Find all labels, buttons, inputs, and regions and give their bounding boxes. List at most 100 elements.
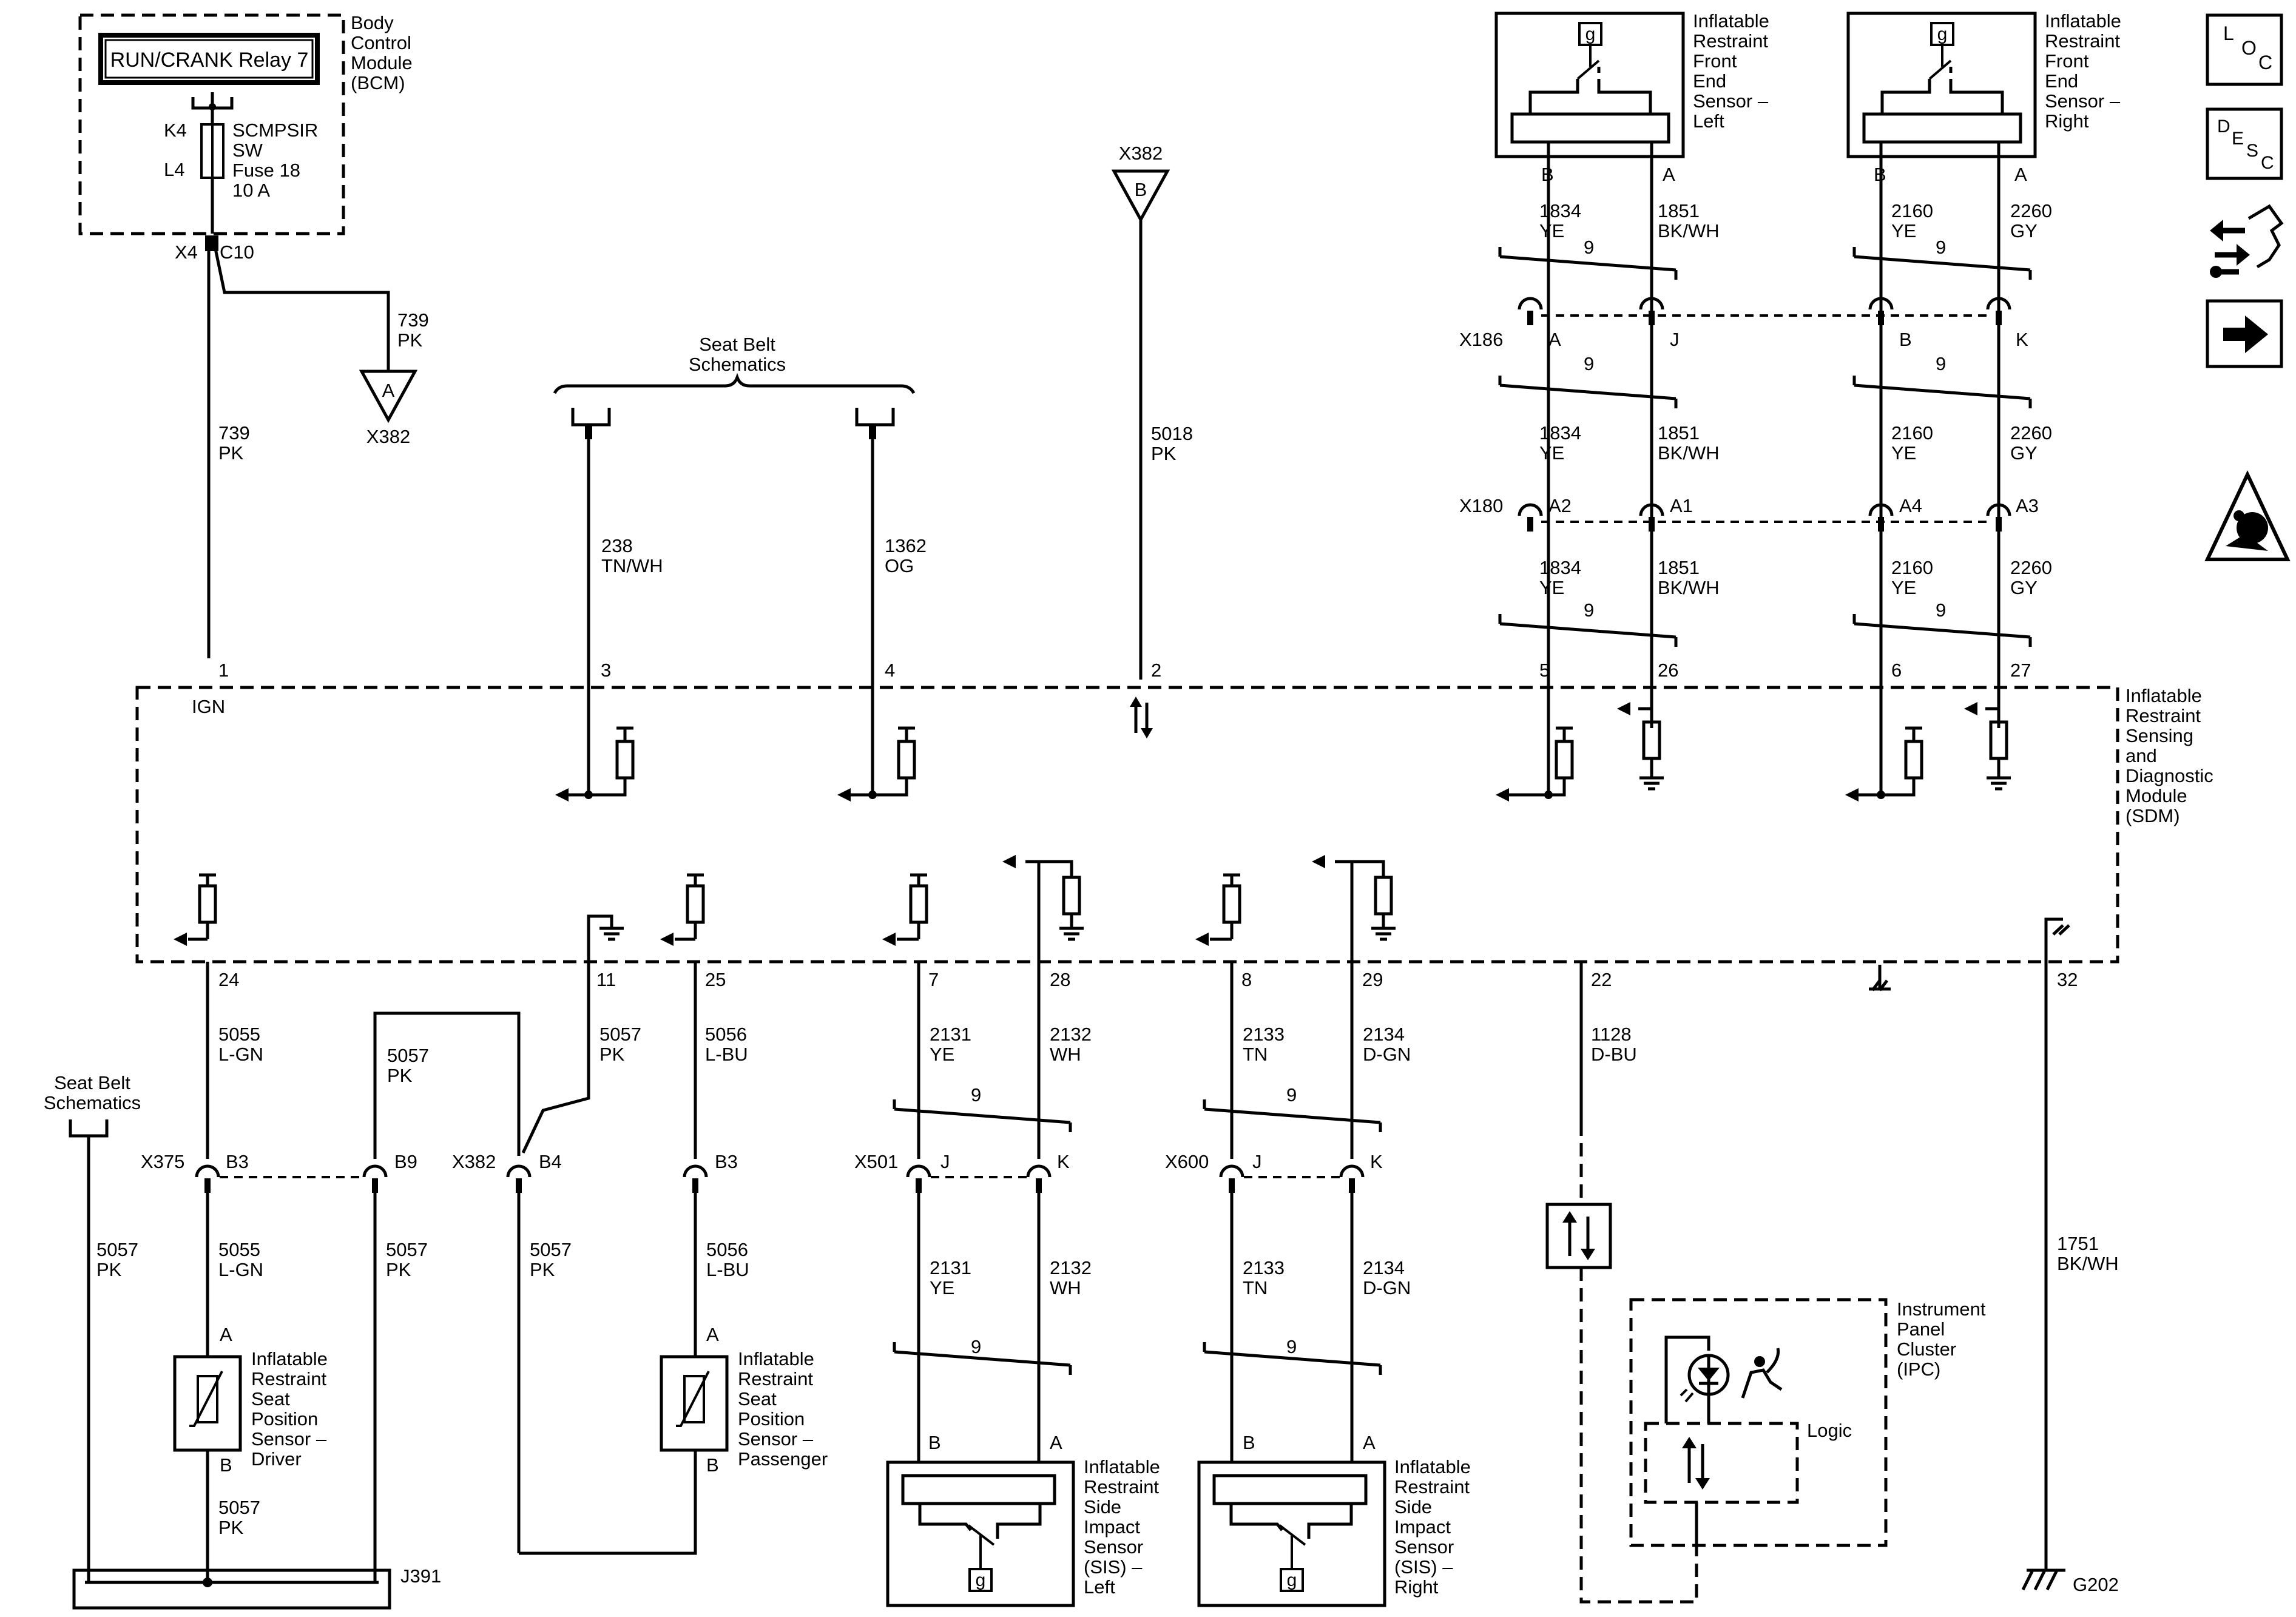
next-arrow-button[interactable] xyxy=(2206,299,2283,368)
svg-text:D-GN: D-GN xyxy=(1363,1044,1411,1065)
svg-text:BK/WH: BK/WH xyxy=(1658,442,1720,464)
svg-text:5057: 5057 xyxy=(599,1024,641,1045)
svg-text:(IPC): (IPC) xyxy=(1897,1359,1940,1380)
svg-text:1834: 1834 xyxy=(1539,422,1581,444)
svg-text:B3: B3 xyxy=(226,1151,249,1172)
svg-text:739: 739 xyxy=(397,309,429,331)
svg-text:WH: WH xyxy=(1050,1277,1081,1298)
svg-text:Inflatable: Inflatable xyxy=(1693,10,1769,32)
fuse-label-2: SW xyxy=(232,140,263,161)
svg-text:2160: 2160 xyxy=(1891,422,1933,444)
connector-tool-icon[interactable] xyxy=(2210,204,2284,278)
sdm-module: Inflatable Restraint Sensing and Diagnos… xyxy=(135,660,2213,991)
svg-text:A: A xyxy=(1663,164,1675,185)
svg-text:2160: 2160 xyxy=(1891,557,1933,578)
svg-text:Inflatable: Inflatable xyxy=(1394,1456,1471,1477)
x382-label: X382 xyxy=(366,426,410,447)
airbag-warning-icon xyxy=(2204,470,2291,561)
svg-text:TN: TN xyxy=(1243,1044,1268,1065)
svg-text:5056: 5056 xyxy=(705,1024,747,1045)
svg-text:YE: YE xyxy=(1891,577,1916,598)
ground-g202: 1751 BK/WH G202 xyxy=(2021,965,2119,1595)
svg-text:5057: 5057 xyxy=(386,1239,428,1260)
svg-text:Restraint: Restraint xyxy=(738,1368,813,1389)
svg-text:g: g xyxy=(1287,1570,1297,1590)
svg-text:PK: PK xyxy=(96,1259,122,1280)
loc-button[interactable]: L O C xyxy=(2206,13,2283,86)
svg-text:2133: 2133 xyxy=(1243,1257,1285,1278)
svg-text:1851: 1851 xyxy=(1658,422,1700,444)
svg-text:Restraint: Restraint xyxy=(2045,30,2120,52)
svg-text:X180: X180 xyxy=(1459,495,1503,516)
svg-text:A3: A3 xyxy=(2016,495,2039,516)
svg-text:K: K xyxy=(1370,1151,1383,1172)
front-end-sensor-left: g B A Inflatable Restraint Front End Sen… xyxy=(1494,10,1769,795)
bcm-title-3: Module xyxy=(351,52,413,73)
svg-text:L-BU: L-BU xyxy=(705,1044,748,1065)
svg-text:PK: PK xyxy=(387,1065,413,1086)
svg-text:A: A xyxy=(2014,164,2027,185)
svg-text:Seat: Seat xyxy=(738,1388,777,1409)
svg-text:A4: A4 xyxy=(1899,495,1922,516)
svg-text:A: A xyxy=(706,1324,719,1345)
svg-text:9: 9 xyxy=(971,1084,981,1106)
svg-text:9: 9 xyxy=(1286,1084,1297,1106)
svg-text:YE: YE xyxy=(930,1044,954,1065)
svg-text:Side: Side xyxy=(1084,1496,1121,1517)
svg-text:PK: PK xyxy=(530,1259,555,1280)
svg-text:G202: G202 xyxy=(2073,1574,2119,1595)
svg-text:YE: YE xyxy=(930,1277,954,1298)
svg-text:TN: TN xyxy=(1243,1277,1268,1298)
svg-text:D-BU: D-BU xyxy=(1591,1044,1637,1065)
svg-text:Schematics: Schematics xyxy=(689,354,786,375)
svg-text:End: End xyxy=(2045,70,2078,92)
svg-text:BK/WH: BK/WH xyxy=(2057,1253,2119,1274)
desc-button[interactable]: D E S C xyxy=(2206,107,2283,180)
svg-text:5057: 5057 xyxy=(387,1045,429,1066)
svg-text:9: 9 xyxy=(1286,1336,1297,1357)
svg-text:5055: 5055 xyxy=(218,1239,260,1260)
svg-text:Sensing: Sensing xyxy=(2125,725,2193,746)
svg-text:BK/WH: BK/WH xyxy=(1658,220,1720,241)
svg-text:Position: Position xyxy=(738,1408,805,1430)
svg-text:OG: OG xyxy=(885,555,914,576)
svg-text:X382: X382 xyxy=(452,1151,496,1172)
svg-text:29: 29 xyxy=(1362,969,1383,990)
svg-text:27: 27 xyxy=(2010,660,2031,681)
svg-text:2134: 2134 xyxy=(1363,1024,1405,1045)
svg-text:PK: PK xyxy=(599,1044,625,1065)
svg-text:X600: X600 xyxy=(1165,1151,1209,1172)
bcm-title-1: Body xyxy=(351,12,394,33)
svg-text:L-BU: L-BU xyxy=(706,1259,749,1280)
seat-position-circuits: 5055 L-GN 5057 PK 5057 PK 5056 L-BU X375… xyxy=(44,962,828,1610)
svg-text:Impact: Impact xyxy=(1084,1516,1140,1538)
svg-text:9: 9 xyxy=(1584,237,1594,258)
svg-text:A1: A1 xyxy=(1670,495,1693,516)
svg-text:IGN: IGN xyxy=(192,696,225,717)
fuse-label-1: SCMPSIR xyxy=(232,120,318,141)
svg-text:Schematics: Schematics xyxy=(44,1092,141,1113)
svg-text:J: J xyxy=(940,1151,950,1172)
svg-text:5057: 5057 xyxy=(530,1239,572,1260)
svg-text:(SIS) –: (SIS) – xyxy=(1394,1556,1453,1578)
svg-text:End: End xyxy=(1693,70,1726,92)
svg-text:22: 22 xyxy=(1591,969,1612,990)
svg-text:Right: Right xyxy=(1394,1576,1439,1598)
fuse-label-4: 10 A xyxy=(232,180,270,201)
svg-text:2160: 2160 xyxy=(1891,200,1933,221)
svg-text:B: B xyxy=(706,1454,719,1476)
svg-text:GY: GY xyxy=(2010,442,2038,464)
svg-text:Diagnostic: Diagnostic xyxy=(2125,765,2213,786)
svg-text:9: 9 xyxy=(1584,599,1594,621)
svg-text:g: g xyxy=(1585,24,1596,44)
svg-text:S: S xyxy=(2246,141,2258,161)
svg-text:Driver: Driver xyxy=(251,1448,302,1470)
svg-text:PK: PK xyxy=(218,1517,244,1538)
svg-text:739: 739 xyxy=(218,422,250,444)
svg-text:Inflatable: Inflatable xyxy=(738,1348,814,1369)
bcm-title-4: (BCM) xyxy=(351,72,405,93)
svg-text:Restraint: Restraint xyxy=(1693,30,1768,52)
body-control-module: RUN/CRANK Relay 7 Body Control Module (B… xyxy=(78,12,413,263)
svg-text:YE: YE xyxy=(1891,220,1916,241)
svg-text:PK: PK xyxy=(218,442,244,464)
